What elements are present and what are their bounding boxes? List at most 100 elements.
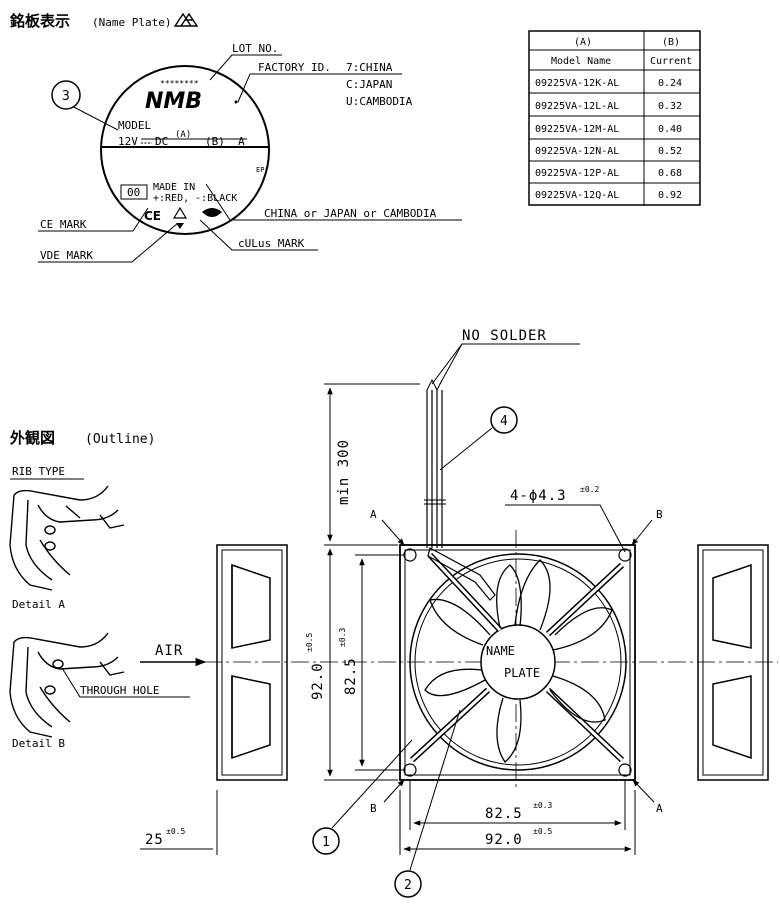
- code-text: 00: [127, 186, 140, 199]
- factory-china-text: 7:CHINA: [346, 61, 393, 74]
- name-plate-line2: PLATE: [504, 666, 540, 680]
- amp-text: A: [238, 135, 245, 148]
- table-row: 09225VA-12N-AL 0.52: [535, 146, 682, 157]
- hole-spec-value: 4-ϕ4.3: [510, 488, 567, 504]
- stars-text: ********: [160, 79, 199, 88]
- made-in-text: MADE IN: [153, 182, 195, 193]
- table-header-a: (A): [574, 37, 592, 48]
- through-hole-leader: [61, 667, 190, 698]
- table-col-current: Current: [650, 56, 692, 67]
- table-cell-current: 0.52: [658, 146, 682, 157]
- height-92-dimension: [324, 548, 398, 781]
- factory-dot: [234, 100, 238, 104]
- table-header-b: (B): [662, 37, 680, 48]
- dc-symbol-icon: [141, 138, 152, 144]
- table-cell-current: 0.68: [658, 168, 682, 179]
- dc-text: DC: [155, 135, 168, 148]
- table-cell-model: 09225VA-12L-AL: [535, 101, 619, 112]
- hole-spec-tol: ±0.2: [580, 485, 599, 494]
- ce-symbol-icon: CE: [144, 209, 161, 223]
- outline-heading-jp: 外観図: [9, 429, 55, 447]
- table-row: 09225VA-12M-AL 0.40: [535, 124, 682, 135]
- table-cell-model: 09225VA-12K-AL: [535, 78, 619, 89]
- callout-3-text: 3: [62, 89, 70, 104]
- fan-front-view: [399, 544, 636, 781]
- callout-2-leader: [409, 709, 461, 871]
- width-825-tol: ±0.3: [533, 801, 552, 810]
- factory-japan-text: C:JAPAN: [346, 78, 392, 91]
- callout-3-circle: [51, 80, 81, 110]
- detail-a-sketch: [9, 485, 125, 591]
- air-label: AIR: [155, 643, 183, 659]
- marker-b-bottom: B: [370, 802, 377, 815]
- nameplate-heading-jp: 銘板表示: [10, 12, 70, 30]
- lot-no-label: LOT NO.: [232, 42, 278, 55]
- ul-symbol-icon: [202, 208, 222, 217]
- height-825-dimension: [355, 554, 404, 771]
- table-col-model: Model Name: [551, 56, 611, 67]
- table-cell-model: 09225VA-12M-AL: [535, 124, 619, 135]
- callout-1-leader: [331, 739, 413, 829]
- table-row: 09225VA-12K-AL 0.24: [535, 78, 682, 89]
- callout-2-text: 2: [404, 878, 412, 893]
- ep-text: EP: [256, 166, 264, 174]
- culus-mark-label: cULus MARK: [238, 237, 305, 250]
- height-92-value: 92.0: [310, 662, 326, 700]
- width-dimensions: [140, 780, 636, 855]
- hole-spec-leader: [505, 504, 626, 553]
- brand-logo: NMB: [145, 89, 202, 114]
- factory-id-label: FACTORY ID.: [258, 61, 331, 74]
- table-row: 09225VA-12Q-AL 0.92: [535, 190, 682, 201]
- lead-wires: [424, 378, 446, 548]
- lead-length-dimension: [324, 383, 420, 546]
- table-row: 09225VA-12P-AL 0.68: [535, 168, 682, 179]
- no-solder-label: NO SOLDER: [462, 328, 547, 344]
- table-cell-model: 09225VA-12N-AL: [535, 146, 619, 157]
- depth-25-tol: ±0.5: [166, 827, 185, 836]
- detail-b-label: Detail B: [12, 737, 65, 750]
- callout-1-circle: [312, 827, 340, 855]
- rib-type-label: RIB TYPE: [12, 465, 65, 478]
- nameplate-section: 銘板表示 (Name Plate) ******** NMB MODEL (A)…: [10, 12, 462, 263]
- model-label: MODEL: [118, 119, 151, 132]
- width-92-value: 92.0: [485, 832, 523, 848]
- ce-mark-label: CE MARK: [40, 218, 87, 231]
- height-825-value: 82.5: [343, 657, 359, 695]
- table-cell-current: 0.24: [658, 78, 682, 89]
- marker-a-bottom: A: [656, 802, 663, 815]
- height-825-tol: ±0.3: [338, 628, 347, 647]
- callout-2-circle: [394, 870, 422, 898]
- nameplate-leaders: [38, 54, 462, 263]
- marker-b-top: B: [656, 508, 663, 521]
- no-solder-leader-2: [439, 343, 463, 385]
- marker-a-top: A: [370, 508, 377, 521]
- detail-b-sketch: [9, 632, 125, 738]
- table-cell-current: 0.32: [658, 101, 682, 112]
- polarity-text: +:RED, -:BLACK: [153, 193, 237, 204]
- callout-4-leader: [439, 427, 493, 471]
- depth-25-value: 25: [145, 832, 164, 848]
- callout-1-text: 1: [322, 835, 330, 850]
- width-825-value: 82.5: [485, 806, 523, 822]
- code-box: [120, 184, 148, 200]
- country-label: CHINA or JAPAN or CAMBODIA: [264, 207, 437, 220]
- height-92-tol: ±0.5: [305, 633, 314, 652]
- outline-heading-en: (Outline): [85, 432, 155, 447]
- name-plate-line1: NAME: [486, 644, 515, 658]
- table-row: 09225VA-12L-AL 0.32: [535, 101, 682, 112]
- left-side-view: [216, 544, 288, 781]
- lead-length-label: min 300: [336, 439, 352, 505]
- through-hole-label: THROUGH HOLE: [80, 684, 159, 697]
- table-cell-model: 09225VA-12P-AL: [535, 168, 619, 179]
- callout-4-circle: [490, 406, 518, 434]
- detail-a-label: Detail A: [12, 598, 65, 611]
- model-current-table: (A) (B) Model Name Current 09225VA-12K-A…: [528, 30, 701, 206]
- vde-symbol-icon: [172, 206, 188, 229]
- triangle-marks-icon: [173, 12, 199, 27]
- model-a-marker: (A): [175, 130, 191, 140]
- vde-mark-label: VDE MARK: [40, 249, 93, 262]
- nameplate-disc: [100, 65, 270, 235]
- table-cell-current: 0.40: [658, 124, 682, 135]
- factory-cambodia-text: U:CAMBODIA: [346, 95, 413, 108]
